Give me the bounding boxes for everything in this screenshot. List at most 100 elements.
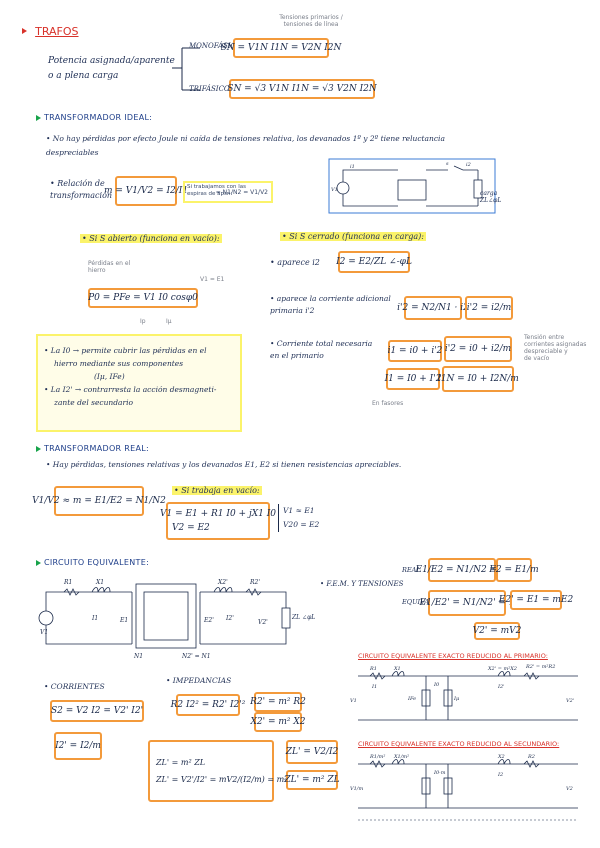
real-heading: TRANSFORMADOR REAL:	[36, 444, 149, 453]
carga-heading: • Si S cerrado (funciona en carga):	[280, 232, 426, 241]
yellow-summary-text: • La I0 → permite cubrir las pérdidas en…	[44, 346, 217, 407]
impedancias-equation-6: ZL' = m² ZL	[284, 770, 340, 790]
prim-x2p-label: X2' = m²X2	[487, 666, 517, 672]
vacio-equation: P0 = PFe = V1 I0 cosφ0	[88, 288, 198, 308]
sec-v2-label: V2	[566, 786, 573, 792]
total-equation-2: i'2 = i0 + i2/m	[444, 336, 512, 362]
exacto-sec-heading: CIRCUITO EQUIVALENTE EXACTO REDUCIDO AL …	[358, 740, 560, 748]
bullet-icon	[36, 114, 41, 121]
vacio-sub-imu: Iμ	[166, 318, 172, 325]
prim-imu-label: Iμ	[453, 696, 459, 702]
adicional-equation-1: i'2 = N2/N1 · i2	[397, 296, 469, 320]
sec-r1-label: R1/m²	[369, 754, 385, 760]
ideal-intro: • No hay pérdidas por efecto Joule ni ca…	[46, 134, 445, 157]
corrientes-heading: • CORRIENTES	[44, 682, 105, 691]
impedancias-equation-2: R2' = m² R2	[250, 692, 306, 712]
equiv-x2p-label: X2'	[217, 579, 228, 586]
aparece-label: • aparece i2	[270, 258, 320, 267]
ideal-heading: TRANSFORMADOR IDEAL:	[36, 113, 152, 122]
total-label: • Corriente total necesaria en el primar…	[270, 339, 373, 360]
equiv-e2p-label: E2'	[203, 617, 214, 624]
impedancias-equation-1: R2 I2² = R2' I2'²	[171, 694, 245, 716]
equiv-load-label: ZL ∠φL	[292, 614, 316, 621]
prim-ife-label: IFe	[407, 696, 416, 702]
ideal-circuit: i1 V1 s i2	[328, 158, 496, 214]
fem-real-equation-2: E2 = E1/m	[489, 558, 539, 582]
prim-v1-label: V1	[350, 698, 357, 704]
relacion-equation: m = V1/V2 = I2/I1	[104, 176, 188, 206]
real-equation-1: V1/V2 ≈ m = E1/E2 = N1/N2	[32, 486, 166, 516]
potencia-label: Potencia asignada/aparente o a plena car…	[48, 56, 175, 81]
impedancias-heading: • IMPEDANCIAS	[166, 676, 232, 685]
prim-v2p-label: V2'	[566, 698, 574, 704]
exacto-sec-circuit: R1/m² X1/m² X2 R2 V1/m I0·m I2 V2	[350, 754, 578, 821]
real-vacio-label: • Si trabaja en vacío:	[172, 486, 262, 495]
fem-equiv-equation-2: E2' = E1 = mE2	[499, 590, 573, 610]
vacio-sub-ip: Ip	[140, 318, 146, 325]
prim-i1-label: I1	[371, 684, 377, 690]
total-equation-1: i1 = i0 + i'2	[388, 340, 442, 362]
vacio-note-v1: V1 = E1	[200, 276, 225, 283]
circuit-s-label: s	[446, 161, 449, 167]
equiv-heading: CIRCUITO EQUIVALENTE:	[36, 558, 149, 567]
total-equation-4: I1N = I0 + I2N/m	[437, 366, 519, 392]
equiv-i2p-label: I2'	[225, 615, 234, 622]
tensiones-label: • F.E.M. Y TENSIONES	[320, 580, 404, 588]
equiv-r2p-label: R2'	[249, 579, 260, 586]
sec-x1-label: X1/m²	[393, 754, 409, 760]
title: TRAFOS	[22, 20, 79, 39]
corrientes-equation-2: I2' = I2/m	[54, 732, 102, 760]
prim-r1-label: R1	[369, 666, 377, 672]
relacion-label: • Relación de transformación	[50, 179, 113, 200]
aparece-equation: I2 = E2/ZL ∠-φL	[336, 251, 412, 273]
prim-r2p-label: R2' = m²R2	[525, 664, 555, 670]
circuit-v1-label: V1	[331, 187, 338, 193]
equiv-e1-label: E1	[119, 617, 128, 624]
bullet-icon	[36, 559, 41, 566]
circuit-load-label: carga ZL∠φL	[480, 190, 502, 204]
brace-lines	[172, 47, 200, 91]
real-intro: • Hay pérdidas, tensiones relativas y lo…	[46, 460, 402, 469]
v2p-equation: V2' = mV2	[473, 622, 521, 640]
equiv-n2-label: N2' = N1	[181, 653, 211, 660]
mono-equation: SN = V1N I1N = V2N I2N	[221, 38, 341, 58]
vacio-note-hierro: Pérdidas en el hierro	[88, 260, 131, 274]
adicional-label: • aparece la corriente adicional primari…	[270, 294, 391, 315]
equiv-x1-label: X1	[95, 579, 104, 586]
corrientes-equation-1: S2 = V2 I2 = V2' I2'	[50, 700, 144, 722]
potencia-note: Tensiones primarios / tensiones de línea	[279, 14, 343, 28]
fasores-note: En fasores	[372, 400, 404, 407]
bullet-icon	[36, 445, 41, 452]
impedancias-equation-5: ZL' = V2/I2	[286, 740, 338, 764]
exacto-prim-circuit: R1 X1 X2' = m²X2 R2' = m²R2 V1 I1 I0 IFe…	[350, 664, 578, 721]
circuit-i2-label: i2	[466, 162, 471, 168]
real-equation-2: V1 = E1 + R1 I0 + jX1 I0 V2 = E2	[160, 502, 276, 540]
equiv-v2p-label: V2'	[258, 619, 268, 626]
impedancias-equation-3: X2' = m² X2	[251, 712, 306, 732]
equiv-r1-label: R1	[63, 579, 72, 586]
total-equation-3: I1 = I0 + I'2	[385, 368, 441, 390]
equiv-i1-label: I1	[91, 615, 98, 622]
sec-r2-label: R2	[527, 754, 535, 760]
sec-v1-label: V1/m	[350, 786, 363, 792]
circuit-i1-label: i1	[350, 164, 355, 170]
bullet-icon	[22, 27, 27, 34]
prim-i0-label: I0	[433, 682, 440, 688]
exacto-prim-heading: CIRCUITO EQUIVALENTE EXACTO REDUCIDO AL …	[358, 652, 548, 660]
mono-label: MONOFÁSICO	[189, 42, 242, 50]
tri-equation: SN = √3 V1N I1N = √3 V2N I2N	[227, 79, 377, 99]
prim-i2p-label: I2'	[497, 684, 505, 690]
real-label: REAL	[402, 566, 421, 574]
sec-x2-label: X2	[497, 754, 505, 760]
tri-label: TRIFÁSICO	[189, 85, 230, 93]
vacio-heading: • Si S abierto (funciona en vacío):	[80, 234, 222, 243]
prim-x1-label: X1	[393, 666, 401, 672]
sec-i0-label: I0·m	[433, 770, 446, 776]
equiv-v1-label: V1	[40, 629, 48, 636]
yellow-summary	[36, 334, 242, 432]
sec-i2-label: I2	[497, 772, 503, 778]
fem-real-equation-1: E1/E2 = N1/N2 = m	[416, 558, 508, 582]
